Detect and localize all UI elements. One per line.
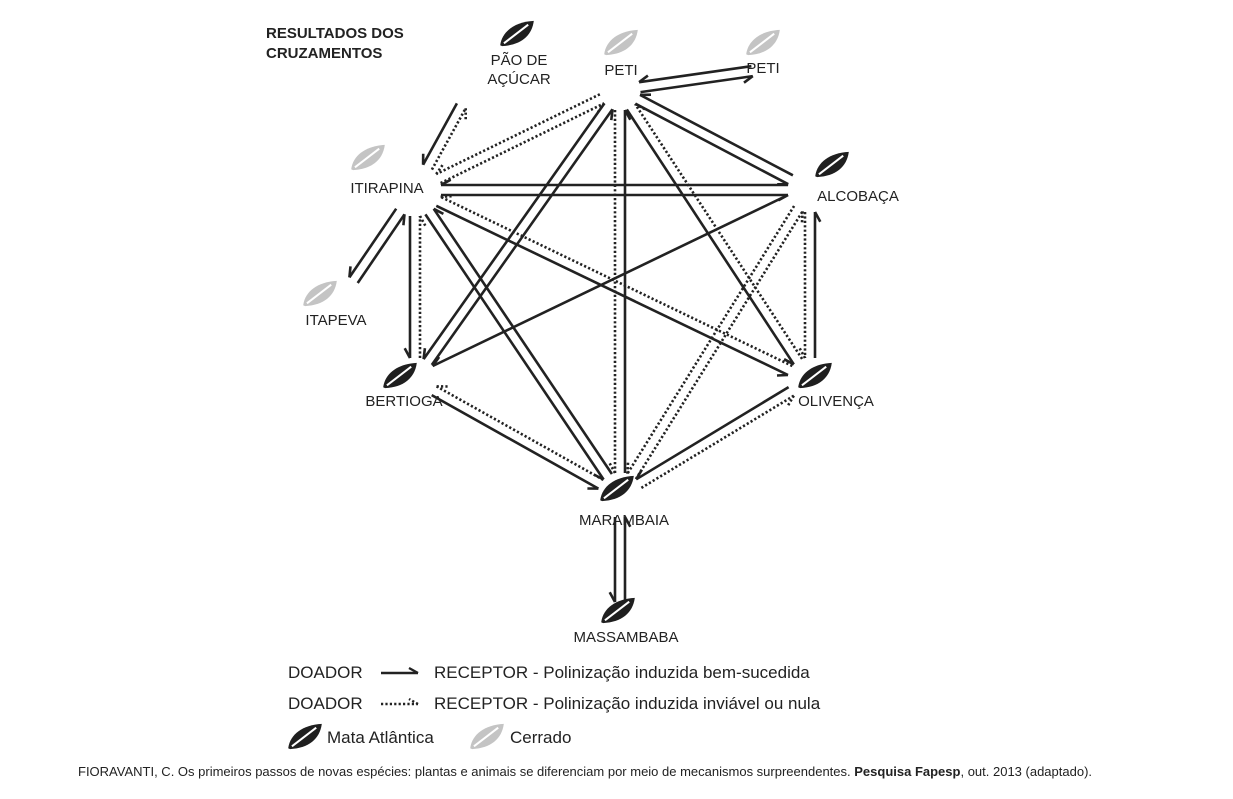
node-label-bertioga: BERTIOGA <box>365 393 442 410</box>
cross-peti1-to-alcobaca-successful <box>634 102 789 186</box>
node-label-peti1: PETI <box>604 62 637 79</box>
node-label-itirapina: ITIRAPINA <box>350 180 423 197</box>
mata-atlantica-leaf-icon <box>499 20 535 48</box>
caption-prefix: FIORAVANTI, C. Os primeiros passos de no… <box>78 764 855 779</box>
diagram-title-line1: RESULTADOS DOS <box>266 25 404 42</box>
cross-itirapina-to-marambaia-successful <box>424 213 605 481</box>
legend-failed-receptor: RECEPTOR - Polinização induzida inviável… <box>434 694 821 713</box>
cross-peti2-to-peti1-successful <box>638 64 752 84</box>
cross-alcobaca-to-olivenca-unviable <box>798 212 807 359</box>
node-olivenca: OLIVENÇA <box>797 362 874 410</box>
cross-itirapina-to-pao-unviable <box>430 107 467 171</box>
cross-itirapina-to-itapeva-successful <box>348 207 398 279</box>
node-alcobaca: ALCOBAÇA <box>814 151 899 205</box>
cross-itapeva-to-itirapina-successful <box>356 213 406 284</box>
cross-peti1-to-olivenca-successful <box>625 108 795 366</box>
node-label-marambaia: MARAMBAIA <box>579 512 669 529</box>
cross-peti1-to-peti2-successful <box>640 74 754 94</box>
cross-peti1-to-itirapina-unviable <box>435 93 601 176</box>
diagram-title-line2: CRUZAMENTOS <box>266 45 382 62</box>
legend-success-receptor: RECEPTOR - Polinização induzida bem-suce… <box>434 663 810 682</box>
legend: DOADOR RECEPTOR - Polinização induzida b… <box>287 663 821 751</box>
cerrado-leaf-icon <box>745 29 781 57</box>
cross-alcobaca-to-itirapina-successful <box>440 178 788 187</box>
node-marambaia: MARAMBAIA <box>579 475 669 529</box>
cross-marambaia-to-alcobaca-unviable <box>634 210 804 480</box>
node-label-itapeva: ITAPEVA <box>305 312 366 329</box>
node-label-pao: PÃO DE <box>491 52 548 69</box>
mata-atlantica-leaf-icon <box>600 597 636 625</box>
node-itapeva: ITAPEVA <box>302 280 367 329</box>
node-label-massambaba: MASSAMBABA <box>573 629 678 646</box>
cerrado-leaf-icon <box>603 29 639 57</box>
node-peti1: PETI <box>603 29 639 79</box>
legend-cerrado: Cerrado <box>510 728 571 747</box>
cross-marambaia-to-peti1-successful <box>623 109 632 473</box>
mata-atlantica-leaf-icon <box>797 362 833 390</box>
cross-olivenca-to-marambaia-successful <box>635 385 790 481</box>
cross-marambaia-to-bertioga-unviable <box>435 385 604 482</box>
cerrado-leaf-icon <box>350 144 386 172</box>
cross-alcobaca-to-peti1-successful <box>639 93 794 177</box>
legend-success-donor: DOADOR <box>288 663 363 682</box>
cross-marambaia-to-itirapina-successful <box>432 207 613 475</box>
node-itirapina: ITIRAPINA <box>350 144 424 197</box>
cerrado-leaf-icon <box>302 280 338 308</box>
caption-suffix: , out. 2013 (adaptado). <box>960 764 1093 779</box>
node-label-pao: AÇÚCAR <box>487 71 551 88</box>
cross-alcobaca-to-marambaia-unviable <box>626 205 796 475</box>
node-label-peti2: PETI <box>746 60 779 77</box>
crossing-arrows <box>348 64 822 603</box>
node-bertioga: BERTIOGA <box>365 362 443 410</box>
cross-itirapina-to-bertioga-successful <box>403 216 412 359</box>
node-pao: PÃO DE AÇÚCAR <box>487 20 551 88</box>
cross-pao-to-itirapina-successful <box>421 102 459 166</box>
legend-solid-arrow <box>381 666 419 675</box>
cerrado-leaf-icon <box>469 723 505 751</box>
cross-marambaia-to-olivenca-unviable <box>640 394 795 490</box>
node-massambaba: MASSAMBABA <box>573 597 679 646</box>
node-peti2: PETI <box>745 29 781 77</box>
cross-olivenca-to-peti1-unviable <box>634 102 804 360</box>
cross-itirapina-to-olivenca-successful <box>435 204 789 377</box>
legend-mata-atlantica: Mata Atlântica <box>327 728 434 747</box>
mata-atlantica-leaf-icon <box>382 362 418 390</box>
population-nodes: PÃO DE AÇÚCAR PETI PETI ALCOBAÇA ITIRAPINA ITA… <box>302 20 899 646</box>
cross-bertioga-to-marambaia-successful <box>431 393 600 490</box>
source-caption: FIORAVANTI, C. Os primeiros passos de no… <box>78 764 1092 779</box>
cross-olivenca-to-itirapina-unviable <box>440 194 793 368</box>
cross-olivenca-to-alcobaca-successful <box>813 211 822 358</box>
mata-atlantica-leaf-icon <box>599 475 635 503</box>
node-label-alcobaca: ALCOBAÇA <box>817 188 899 205</box>
legend-failed-donor: DOADOR <box>288 694 363 713</box>
mata-atlantica-leaf-icon <box>814 151 850 179</box>
legend-dotted-arrow <box>381 697 419 706</box>
cross-massambaba-to-marambaia-successful <box>623 516 632 602</box>
mata-atlantica-leaf-icon <box>287 723 323 751</box>
cross-bertioga-to-itirapina-unviable <box>418 215 427 358</box>
caption-journal: Pesquisa Fapesp <box>854 764 961 779</box>
cross-itirapina-to-peti1-unviable <box>440 102 606 185</box>
cross-alcobaca-to-bertioga-successful <box>431 193 789 368</box>
node-label-olivenca: OLIVENÇA <box>798 393 874 410</box>
cross-marambaia-to-massambaba-successful <box>608 517 617 603</box>
